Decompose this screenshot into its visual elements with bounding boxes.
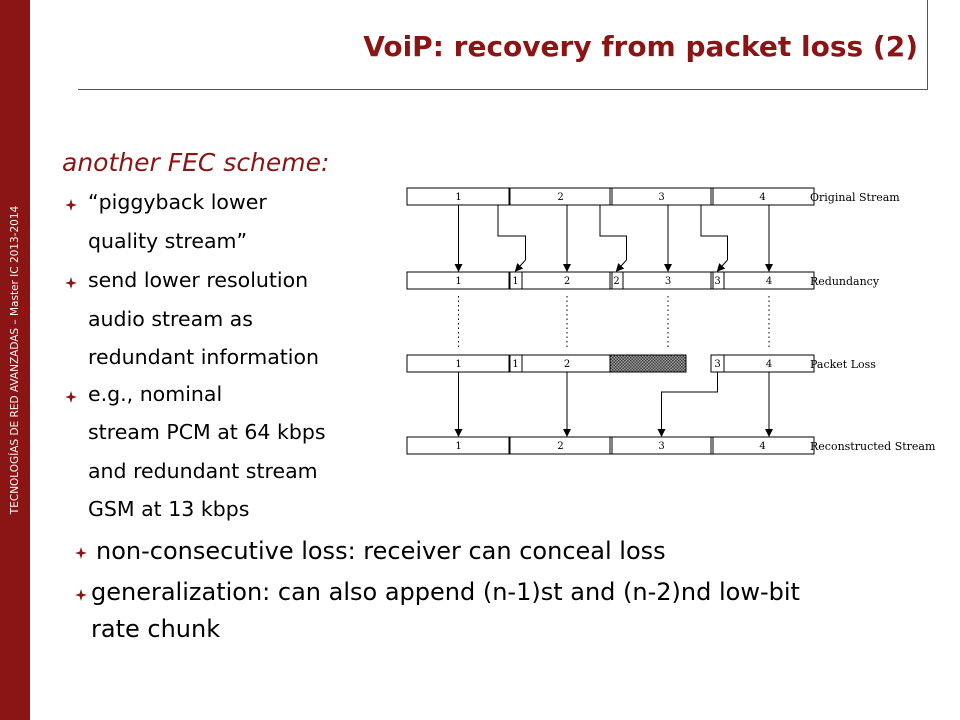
- packet-number: 3: [658, 192, 664, 203]
- slide-title: VoiP: recovery from packet loss (2): [363, 30, 918, 63]
- left-bullet-1-line-1: “piggyback lower: [88, 190, 267, 214]
- packet-number: 3: [658, 441, 664, 452]
- packet-number: 1: [455, 359, 461, 370]
- packet-number: 1: [455, 441, 461, 452]
- packet-number: 4: [766, 276, 772, 287]
- row-label: Reconstructed Stream: [810, 440, 936, 453]
- redundant-number: 2: [613, 276, 619, 287]
- title-divider-vertical: [927, 0, 928, 90]
- row-label: Redundancy: [810, 275, 880, 288]
- packet-box: [609, 187, 714, 206]
- left-bullet-3-line-1: e.g., nominal: [88, 382, 223, 406]
- packet-number: 3: [665, 276, 671, 287]
- redundancy-route: [599, 205, 627, 260]
- left-bullet-2-line-2: audio stream as: [88, 307, 253, 331]
- redundant-number: 1: [512, 276, 518, 287]
- diamond-bullet-icon: [75, 589, 87, 601]
- packet-box: [609, 436, 714, 455]
- slide-subtitle: another FEC scheme:: [62, 148, 330, 177]
- packet-box: [406, 436, 511, 455]
- packet-number: 4: [766, 359, 772, 370]
- bottom-bullet-2-line-2: rate chunk: [91, 615, 221, 643]
- packet-box: [710, 354, 815, 373]
- redundant-number: 1: [512, 359, 518, 370]
- row-label: Packet Loss: [810, 358, 876, 371]
- left-bullet-2-line-1: send lower resolution: [88, 268, 309, 292]
- side-bar: TECNOLOGÍAS DE RED AVANZADAS – Master IC…: [0, 0, 30, 720]
- packet-box: [508, 436, 613, 455]
- packet-box: [710, 436, 815, 455]
- packet-number: 2: [564, 359, 570, 370]
- packet-box: [710, 187, 815, 206]
- redundancy-arrow: [514, 259, 526, 272]
- packet-box: [508, 187, 613, 206]
- packet-number: 4: [759, 441, 765, 452]
- lost-packet-box: [609, 354, 687, 373]
- redundant-number: 3: [714, 359, 720, 370]
- left-bullet-3-line-2: stream PCM at 64 kbps: [88, 420, 326, 444]
- packet-box: [508, 271, 613, 290]
- recovery-arrow: [657, 372, 718, 437]
- diamond-bullet-icon: [65, 277, 77, 289]
- left-bullet-3-line-4: GSM at 13 kbps: [88, 497, 250, 521]
- packet-number: 1: [455, 192, 461, 203]
- redundancy-arrow: [716, 259, 728, 272]
- row-label: Original Stream: [810, 191, 900, 204]
- packet-number: 2: [557, 192, 563, 203]
- diamond-bullet-icon: [65, 391, 77, 403]
- diamond-bullet-icon: [75, 547, 87, 559]
- packet-box: [508, 354, 613, 373]
- bottom-bullet-1-line-1: non-consecutive loss: receiver can conce…: [96, 537, 666, 565]
- left-bullet-3-line-3: and redundant stream: [88, 459, 318, 483]
- packet-box: [710, 271, 815, 290]
- redundancy-route: [700, 205, 728, 260]
- left-bullet-2-line-3: redundant information: [88, 345, 320, 369]
- bottom-bullet-2-line-1: generalization: can also append (n-1)st …: [91, 578, 800, 606]
- packet-box: [406, 271, 511, 290]
- redundancy-arrow: [615, 259, 627, 272]
- packet-box: [609, 271, 714, 290]
- diamond-bullet-icon: [65, 199, 77, 211]
- left-bullet-1-line-2: quality stream”: [88, 229, 248, 253]
- packet-number: 2: [557, 441, 563, 452]
- packet-number: 4: [759, 192, 765, 203]
- redundant-number: 3: [714, 276, 720, 287]
- packet-number: 2: [564, 276, 570, 287]
- packet-number: 1: [455, 276, 461, 287]
- title-divider-horizontal: [78, 89, 928, 90]
- redundancy-route: [497, 205, 526, 260]
